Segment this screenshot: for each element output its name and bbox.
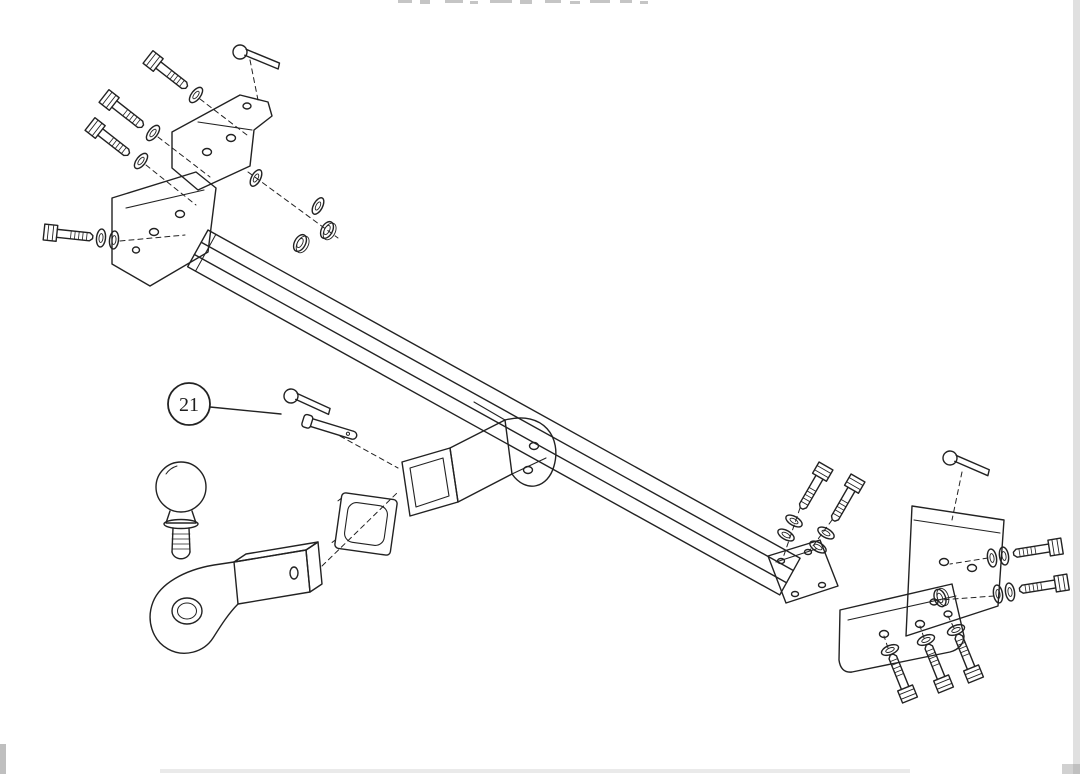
hitch-pin-and-clip — [282, 387, 358, 440]
callout-21-label: 21 — [179, 394, 199, 416]
callout-leader-line — [209, 406, 282, 415]
receiver-tube-assembly — [321, 401, 557, 567]
cropped-text-remnant — [398, 0, 648, 4]
right-mounting-bracket-assembly — [767, 449, 1070, 704]
left-mounting-bracket-assembly — [42, 43, 340, 287]
main-crossbar-tube — [186, 229, 801, 596]
left-bolts — [42, 49, 193, 246]
ball-mount — [149, 541, 323, 654]
callout-21: 21 — [167, 382, 282, 426]
left-small-hardware — [247, 167, 340, 256]
tow-ball — [155, 461, 207, 560]
receiver-cover-plate — [331, 492, 398, 556]
